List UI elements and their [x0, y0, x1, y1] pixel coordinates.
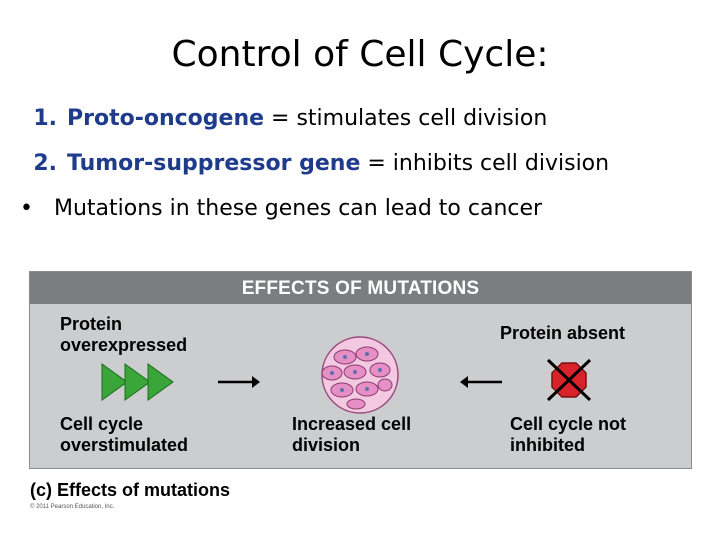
label-line: inhibited — [510, 435, 585, 455]
bullet-text: Mutations in these genes can lead to can… — [54, 196, 543, 221]
copyright-notice: © 2011 Pearson Education, Inc. — [30, 504, 115, 510]
label-line: Cell cycle not — [510, 414, 627, 434]
list-marker: 2. — [33, 151, 57, 176]
bullet-list: 1. Proto-oncogene = stimulates cell divi… — [20, 108, 609, 243]
figure-header: EFFECTS OF MUTATIONS — [30, 272, 691, 304]
list-item-proto-oncogene: 1. Proto-oncogene = stimulates cell divi… — [20, 108, 609, 153]
label-line: Increased cell — [292, 414, 412, 434]
figure-graphics — [101, 336, 592, 414]
absent-protein-icon — [546, 358, 592, 402]
bullet-marker: • — [20, 196, 33, 221]
left-arrow-icon — [460, 376, 502, 388]
label-line: Protein — [60, 314, 123, 334]
term-proto-oncogene: Proto-oncogene — [67, 106, 265, 131]
figure-caption: (c) Effects of mutations — [30, 480, 231, 500]
definition-text: = stimulates cell division — [264, 106, 548, 131]
label-line: overstimulated — [60, 435, 189, 455]
increased-cell-division-label: Increased cell division — [292, 414, 411, 456]
dividing-cells-icon — [321, 336, 399, 414]
term-tumor-suppressor: Tumor-suppressor gene — [67, 151, 361, 176]
definition-text: = inhibits cell division — [360, 151, 610, 176]
cell-cycle-overstimulated-label: Cell cycle overstimulated — [60, 414, 188, 456]
label-line: division — [292, 435, 361, 455]
protein-overexpressed-label: Protein overexpressed — [60, 314, 187, 356]
label-line: overexpressed — [60, 335, 188, 355]
label-line: Cell cycle — [60, 414, 144, 434]
slide-title: Control of Cell Cycle: — [171, 34, 549, 75]
list-marker: 1. — [33, 106, 57, 131]
mutation-effects-figure: EFFECTS OF MUTATIONS — [29, 271, 692, 469]
right-arrow-icon — [218, 376, 260, 388]
overexpression-arrows-icon — [101, 363, 174, 401]
list-item-mutations: • Mutations in these genes can lead to c… — [20, 198, 609, 243]
protein-absent-label: Protein absent — [500, 323, 626, 343]
cell-cycle-not-inhibited-label: Cell cycle not inhibited — [510, 414, 626, 456]
list-item-tumor-suppressor: 2. Tumor-suppressor gene = inhibits cell… — [20, 153, 609, 198]
